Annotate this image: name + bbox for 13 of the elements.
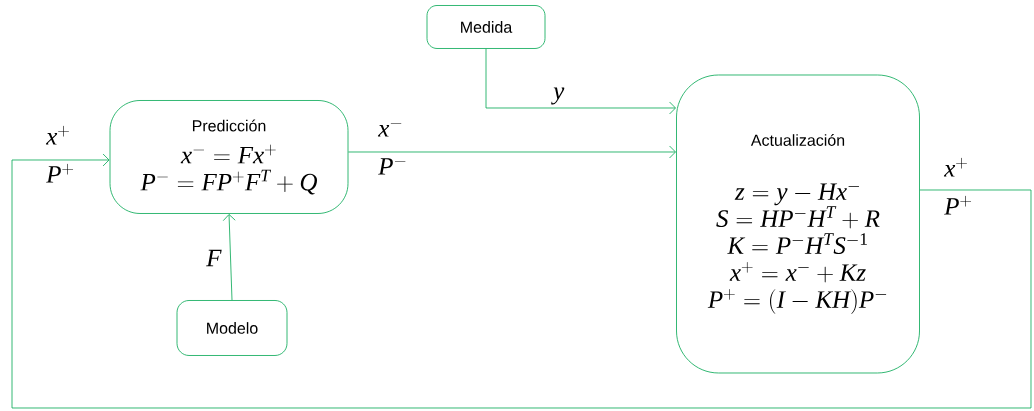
process-box: Modelo	[176, 300, 288, 356]
process-box: Actualización $z = y - Hx^{-}$ $S = HP^{-}H^{T} + R$ $K = P^{-}H^{T}S^{-1}$ $x^{+} = x^{-} + Kz$ $P^{+} = (I - KH)P^{-}$	[676, 74, 920, 374]
arrow	[11, 153, 1032, 409]
edge-label: $y$	[551, 87, 565, 105]
flow-label: $\begin{array}{l}x^{+}\\[10pt]P^{+}\end{array}$	[45, 125, 74, 183]
arrow	[222, 214, 236, 301]
arrow	[348, 145, 676, 159]
process-box: Medida	[426, 5, 546, 49]
edge-label: $F$	[206, 249, 222, 267]
edge-label: $\begin{array}{l}x^{+}\\[10pt]P^{+}\end{array}$	[943, 157, 972, 215]
process-box: Predicción $x^{-} = Fx^{+}$ $P^{-} = FP^{+}F^{T} + Q$	[109, 100, 349, 214]
arrow	[485, 48, 676, 115]
edge-label: $\begin{array}{l}x^{-}\\[10pt]P^{-}\end{array}$	[377, 122, 406, 175]
